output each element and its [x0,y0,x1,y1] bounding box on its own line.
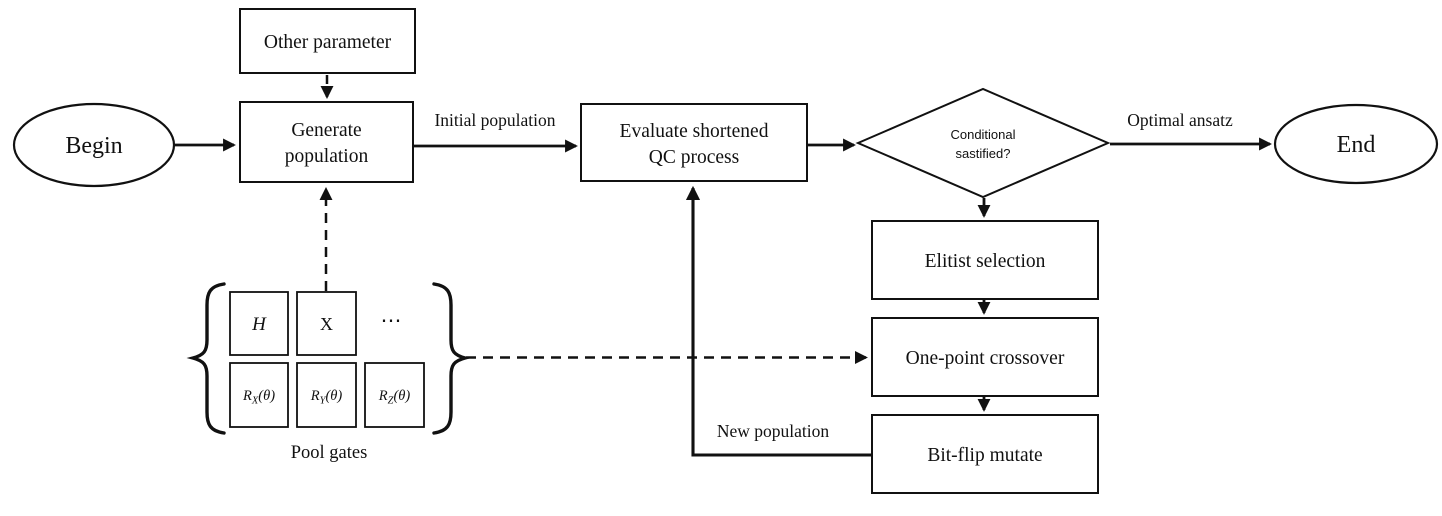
evaluate-qc-box [580,103,808,182]
gate-ry-base: R [310,388,320,404]
begin-label: Begin [65,133,122,159]
elitist-selection-box [871,220,1099,300]
new-population-edge-label: New population [717,421,830,441]
gate-ry-box [296,362,357,428]
other-parameter-label: Other parameter [264,32,392,53]
evaluate-qc-label-line1: Evaluate shortened [620,121,769,142]
gate-h-label: H [251,314,267,335]
bit-flip-mutate-box [871,414,1099,494]
conditional-decision-diamond [855,87,1111,199]
begin-terminal-ellipse [12,102,176,188]
optimal-ansatz-edge-label: Optimal ansatz [1127,110,1233,130]
end-terminal-ellipse [1273,103,1439,185]
pool-gates-caption: Pool gates [291,443,368,463]
generate-population-label-line1: Generate [291,120,361,141]
gate-rx-sub: X [251,396,259,407]
gate-x-box [296,291,357,356]
gate-rz-arg: (θ) [393,388,410,404]
gate-ry-arg: (θ) [325,388,342,404]
conditional-label-line2: sastified? [956,146,1011,161]
elitist-selection-label: Elitist selection [925,251,1046,272]
one-point-crossover-label: One-point crossover [906,348,1065,369]
gate-rz-base: R [378,388,388,404]
one-point-crossover-box [871,317,1099,397]
gate-ry-sub: Y [320,396,327,407]
pool-left-brace [186,282,226,435]
conditional-label-line1: Conditional [950,127,1015,142]
gate-rx-arg: (θ) [258,388,275,404]
gate-rx-base: R [242,388,252,404]
generate-population-box [239,101,414,183]
bit-flip-mutate-label: Bit-flip mutate [927,445,1042,466]
gate-rx-box [229,362,289,428]
arrow-mutate-feedback-to-evaluate [685,185,873,457]
initial-population-edge-label: Initial population [434,110,555,130]
gate-ry-label: RY(θ) [310,388,343,407]
gate-x-label: X [320,314,333,334]
other-parameter-box [239,8,416,74]
gate-rx-label: RX(θ) [242,388,275,407]
gate-rz-box [364,362,425,428]
pool-right-brace [432,282,472,435]
gate-h-box [229,291,289,356]
gate-ellipsis: ⋯ [381,308,402,332]
evaluate-qc-label-line2: QC process [649,147,739,168]
generate-population-label-line2: population [285,146,369,167]
end-label: End [1337,132,1376,158]
gate-rz-label: RZ(θ) [378,388,411,407]
gate-rz-sub: Z [388,396,394,407]
